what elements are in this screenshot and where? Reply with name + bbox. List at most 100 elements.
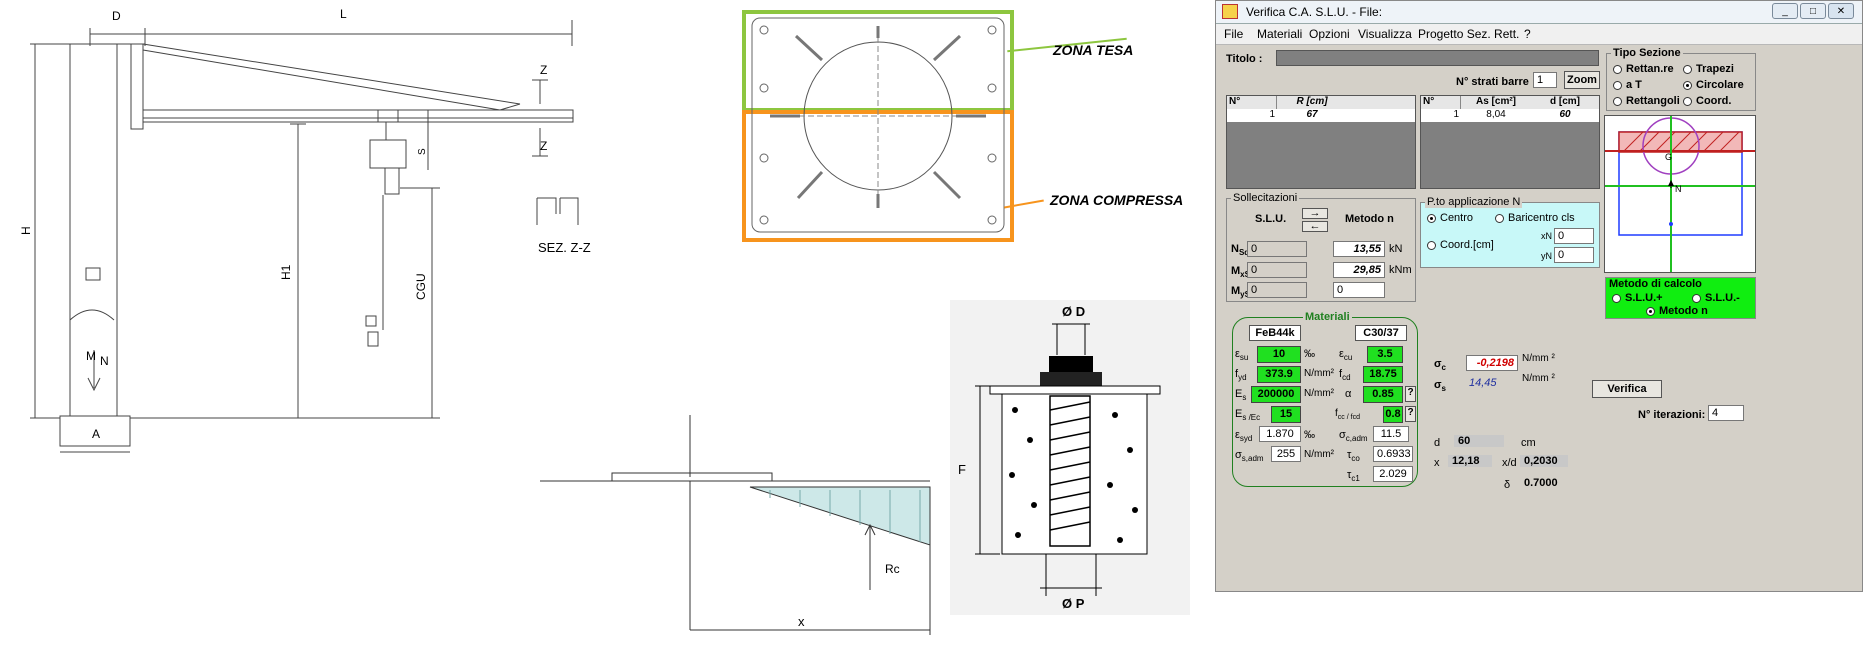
radius-row-r[interactable]: 67: [1306, 109, 1318, 120]
menu-opzioni[interactable]: Opzioni: [1309, 27, 1350, 41]
close-button[interactable]: ✕: [1828, 3, 1854, 19]
maximize-button[interactable]: □: [1800, 3, 1826, 19]
alpha-input[interactable]: 0.85: [1363, 386, 1403, 403]
es-ec-input[interactable]: 15: [1271, 406, 1301, 423]
label-coord-cm: Coord.[cm]: [1440, 239, 1494, 251]
label-coord: Coord.: [1696, 95, 1732, 107]
menu-progetto[interactable]: Progetto Sez. Rett.: [1418, 27, 1520, 41]
section-z-label-top: Z: [540, 63, 547, 77]
fcd-input[interactable]: 18.75: [1363, 366, 1403, 383]
axial-label: N: [100, 354, 109, 368]
copy-left-button[interactable]: ←: [1302, 221, 1328, 232]
titolo-input[interactable]: [1276, 50, 1599, 66]
steel-button[interactable]: FeB44k: [1249, 325, 1301, 341]
metodo-header: Metodo n: [1345, 213, 1394, 225]
radio-baricentro[interactable]: [1495, 214, 1504, 223]
x-label: x: [798, 614, 805, 629]
verifica-button[interactable]: Verifica: [1592, 380, 1662, 398]
label-rettangoli: Rettangoli: [1626, 95, 1680, 107]
radio-metodo-n[interactable]: [1646, 307, 1655, 316]
nsd-slu-input[interactable]: 0: [1247, 241, 1307, 257]
menu-help[interactable]: ?: [1524, 27, 1531, 41]
ecu-input[interactable]: 3.5: [1367, 346, 1403, 363]
es-input[interactable]: 200000: [1251, 386, 1301, 403]
esu-label: εsu: [1235, 348, 1249, 363]
radio-slu-minus[interactable]: [1692, 294, 1701, 303]
dim-s-label: S: [417, 148, 428, 155]
fyd-unit: N/mm²: [1304, 368, 1334, 379]
strati-input[interactable]: 1: [1533, 72, 1557, 88]
ssadm-field: 255: [1271, 446, 1301, 462]
mysd-slu-input[interactable]: 0: [1247, 282, 1307, 298]
menu-file[interactable]: File: [1224, 27, 1244, 41]
fcc-fcd-input[interactable]: 0.8: [1383, 406, 1403, 423]
centroid-label: G: [1665, 152, 1672, 162]
anchor-bolt-diagram: Ø D F Ø P: [950, 300, 1190, 615]
moment-label: M: [86, 349, 96, 363]
window-title: Verifica C.A. S.L.U. - File:: [1246, 5, 1383, 19]
rebar-row-d[interactable]: 60: [1559, 109, 1571, 120]
radio-coord-cm[interactable]: [1427, 241, 1436, 250]
minimize-button[interactable]: _: [1772, 3, 1798, 19]
es-label: Es: [1235, 388, 1247, 403]
menu-visualizza[interactable]: Visualizza: [1358, 27, 1412, 41]
yn-input[interactable]: 0: [1554, 247, 1594, 263]
mysd-metodo-input[interactable]: 0: [1333, 282, 1385, 298]
fyd-label: fyd: [1235, 368, 1247, 383]
mxsd-metodo-input[interactable]: 29,85: [1333, 262, 1385, 278]
label-metodo-n: Metodo n: [1659, 305, 1708, 317]
radio-centro[interactable]: [1427, 214, 1436, 223]
slu-header: S.L.U.: [1255, 213, 1287, 225]
jib-crane-drawing: D L H H1 CGU A S Z Z M N SEZ. Z-Z: [19, 7, 591, 453]
titolo-label: Titolo :: [1226, 53, 1263, 65]
table-row[interactable]: 1 8,04 60: [1421, 109, 1599, 122]
es-ec-label: Es /Ec: [1235, 408, 1261, 423]
app-window: Verifica C.A. S.L.U. - File: _ □ ✕ File …: [1215, 0, 1863, 592]
sigma-s-label: σs: [1434, 379, 1446, 394]
nsd-label: NSd: [1231, 243, 1249, 257]
delta-value: 0.7000: [1524, 477, 1558, 489]
radio-slu-plus[interactable]: [1612, 294, 1621, 303]
fcd-label: fcd: [1339, 368, 1351, 383]
xn-input[interactable]: 0: [1554, 228, 1594, 244]
section-z-label-bottom: Z: [540, 139, 547, 153]
rc-label: Rc: [885, 562, 900, 576]
sigma-c-field: -0,2198: [1466, 355, 1518, 371]
esu-input[interactable]: 10: [1257, 346, 1301, 363]
sigma-s-field: 14,45: [1466, 376, 1518, 392]
xd-value: 0,2030: [1520, 455, 1568, 467]
label-rettanre: Rettan.re: [1626, 63, 1674, 75]
copy-right-button[interactable]: →: [1302, 208, 1328, 219]
zona-tesa-label: ZONA TESA: [1053, 42, 1134, 58]
xn-label: xN: [1541, 231, 1552, 241]
iter-input[interactable]: 4: [1708, 405, 1744, 421]
radio-circolare[interactable]: [1683, 81, 1692, 90]
radio-rettanre[interactable]: [1613, 65, 1622, 74]
radius-table-header-r: R [cm]: [1277, 96, 1348, 109]
applicazione-group: P.to applicazione N Centro Baricentro cl…: [1420, 196, 1600, 268]
tipo-sezione-group: Tipo Sezione Rettan.re Trapezi a T Circo…: [1606, 47, 1756, 111]
mysd-symbol: M: [1231, 285, 1241, 297]
radio-coord[interactable]: [1683, 97, 1692, 106]
xd-label: x/d: [1502, 457, 1517, 469]
nsd-symbol: N: [1231, 243, 1239, 255]
menu-materiali[interactable]: Materiali: [1257, 27, 1303, 41]
nsd-metodo-input[interactable]: 13,55: [1333, 241, 1385, 257]
mxsd-slu-input[interactable]: 0: [1247, 262, 1307, 278]
table-row[interactable]: 1 67: [1227, 109, 1415, 122]
radio-trapezi[interactable]: [1683, 65, 1692, 74]
fyd-input[interactable]: 373.9: [1257, 366, 1301, 383]
zoom-button[interactable]: Zoom: [1564, 71, 1600, 89]
radio-rettangoli[interactable]: [1613, 97, 1622, 106]
rebar-table: N° As [cm²] d [cm] 1 8,04 60: [1420, 95, 1600, 189]
concrete-button[interactable]: C30/37: [1355, 325, 1407, 341]
radio-a-t[interactable]: [1613, 81, 1622, 90]
alpha-help-button[interactable]: ?: [1405, 386, 1416, 402]
yn-label: yN: [1541, 251, 1552, 261]
fcc-help-button[interactable]: ?: [1405, 406, 1416, 422]
radius-table: N° R [cm] 1 67: [1226, 95, 1416, 189]
section-preview: G N: [1604, 115, 1756, 273]
diameter-p-label: Ø P: [1062, 596, 1085, 611]
rebar-row-as[interactable]: 8,04: [1486, 109, 1506, 120]
radius-table-header-n: N°: [1227, 96, 1277, 109]
